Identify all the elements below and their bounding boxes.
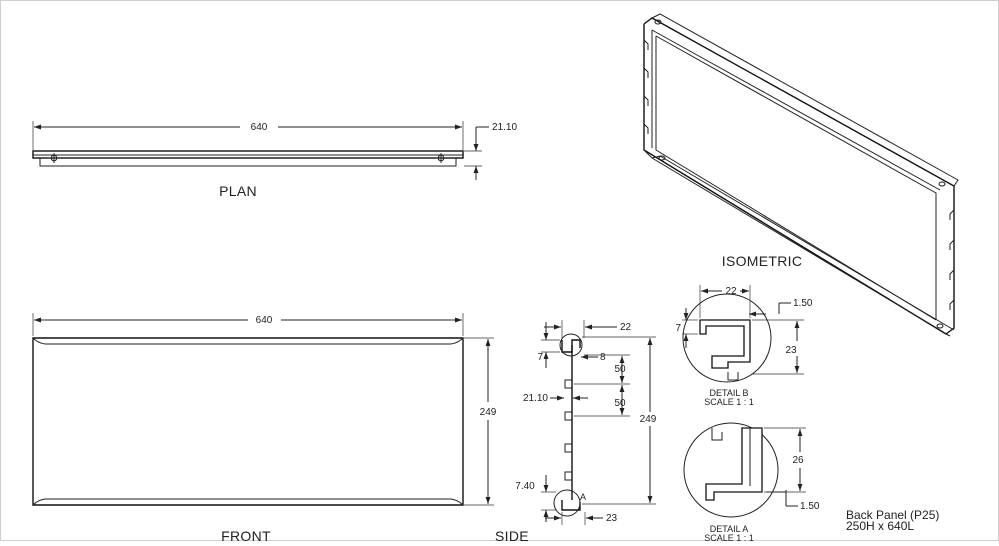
side-bottom-width-dim: 23 [606,513,618,524]
plan-depth-dim: 21.10 [492,122,517,133]
detail-b-thickness-dim: 1.50 [793,298,813,309]
side-view-label: SIDE [495,528,529,541]
detail-a-thickness-dim: 1.50 [800,501,820,512]
side-top-gap-dim: 7 [537,352,543,363]
detail-b-callout [559,333,583,357]
front-height-dim: 249 [480,407,497,418]
title-line-2: 250H x 640L [846,519,914,533]
plan-length-dim: 640 [251,122,268,133]
front-view: 640 249 FRONT [32,313,497,544]
detail-a: 26 1.50 DETAIL A SCALE 1 : 1 [683,422,820,543]
detail-b: 22 1.50 7 23 DETAIL B SCALE 1 : 1 [675,285,813,407]
detail-b-height-dim: 23 [785,345,797,356]
isometric-view-label: ISOMETRIC [722,253,802,269]
detail-a-callout [553,489,581,517]
detail-b-scale: SCALE 1 : 1 [704,397,754,407]
plan-hole-right [436,153,446,163]
detail-a-height-dim: 26 [792,455,804,466]
detail-b-width-dim: 22 [725,286,737,297]
title-block: Back Panel (P25) 250H x 640L [846,508,939,533]
side-top-width-dim: 22 [620,322,632,333]
detail-a-scale: SCALE 1 : 1 [704,533,754,541]
side-tab-dim: 8 [600,352,606,363]
front-length-dim: 640 [256,315,273,326]
plan-hole-left [49,153,59,163]
front-view-label: FRONT [221,528,271,541]
side-pitch-2-dim: 50 [614,398,626,409]
side-view: A 22 7 8 50 50 21.10 249 [495,320,657,544]
side-pitch-1-dim: 50 [614,364,626,375]
plan-view-label: PLAN [219,183,257,199]
side-depth-dim: 21.10 [523,393,548,404]
detail-b-label: DETAIL B [709,388,748,398]
detail-a-label: DETAIL A [710,524,749,534]
detail-b-gap-dim: 7 [675,323,681,334]
side-bottom-dim: 7.40 [515,481,535,492]
isometric-view: ISOMETRIC [643,13,959,337]
side-height-dim: 249 [640,414,657,425]
plan-view: 640 21.10 PLAN [32,121,517,199]
detail-a-letter: A [580,492,586,502]
title-line-1: Back Panel (P25) [846,508,939,522]
